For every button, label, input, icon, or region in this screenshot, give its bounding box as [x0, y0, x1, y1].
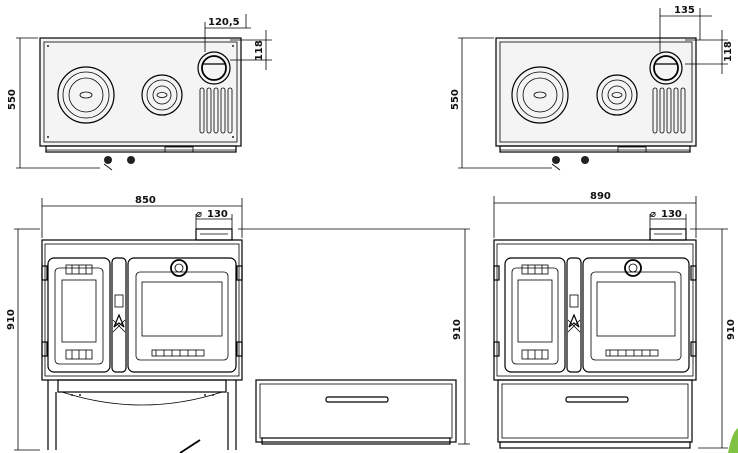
hotplate-large: [57, 66, 115, 124]
dim-top-left-offset-x: 120,5: [208, 17, 240, 28]
dim-top-left-offset-y: 118: [254, 40, 265, 61]
top-view-left: 120,5 118 550: [7, 14, 272, 171]
drawer-view: 910: [238, 228, 470, 445]
thermometer-icon: [170, 259, 188, 277]
oven-door: [582, 257, 690, 373]
diameter-symbol: ⌀: [650, 209, 656, 220]
hotplate-small: [141, 74, 183, 116]
dim-top-right-offset-y: 118: [723, 41, 734, 62]
firebox-door: [47, 257, 111, 373]
door-handle: [566, 257, 582, 373]
top-left-plate: [39, 37, 242, 147]
thermometer-icon: [624, 259, 642, 277]
dim-top-right-depth: 550: [450, 89, 461, 110]
foot-knob: [552, 156, 560, 164]
front-view-left: 850 ⌀ 130 910: [6, 195, 243, 453]
dim-front-right-width: 890: [590, 191, 611, 202]
hotplate-large: [511, 66, 569, 124]
dim-front-left-height: 910: [6, 309, 17, 330]
drawer-handle: [325, 396, 389, 403]
dim-top-right-offset-x: 135: [674, 5, 695, 16]
drawer-handle: [565, 396, 629, 403]
flue-collar: [195, 228, 233, 241]
dim-top-left-depth: 550: [7, 89, 18, 110]
foot-knob: [581, 156, 589, 164]
vent-slots: [199, 87, 233, 134]
top-view-right: 135 118 550: [450, 5, 734, 171]
diameter-symbol: ⌀: [196, 209, 202, 220]
hotplate-small: [596, 74, 638, 116]
flue-outlet: [649, 51, 683, 85]
front-view-right: 890 ⌀ 130 910: [493, 191, 737, 449]
vent-slots: [652, 87, 686, 134]
top-right-plate: [495, 37, 697, 147]
dim-front-right-height: 910: [726, 319, 737, 340]
dim-front-right-flue: 130: [661, 209, 682, 220]
foot-knob: [127, 156, 135, 164]
flue-outlet: [197, 51, 231, 85]
plinth: [57, 379, 227, 393]
dim-front-left-width: 850: [135, 195, 156, 206]
dim-side-height: 910: [452, 319, 463, 340]
door-handle: [111, 257, 127, 373]
drawer-body: [255, 379, 457, 443]
firebox-door: [504, 257, 566, 373]
dim-front-left-flue: 130: [207, 209, 228, 220]
drawer-body: [497, 379, 693, 443]
corner-accent: [728, 428, 738, 453]
flue-collar: [649, 228, 687, 241]
oven-door: [127, 257, 237, 373]
foot-knob: [104, 156, 112, 164]
